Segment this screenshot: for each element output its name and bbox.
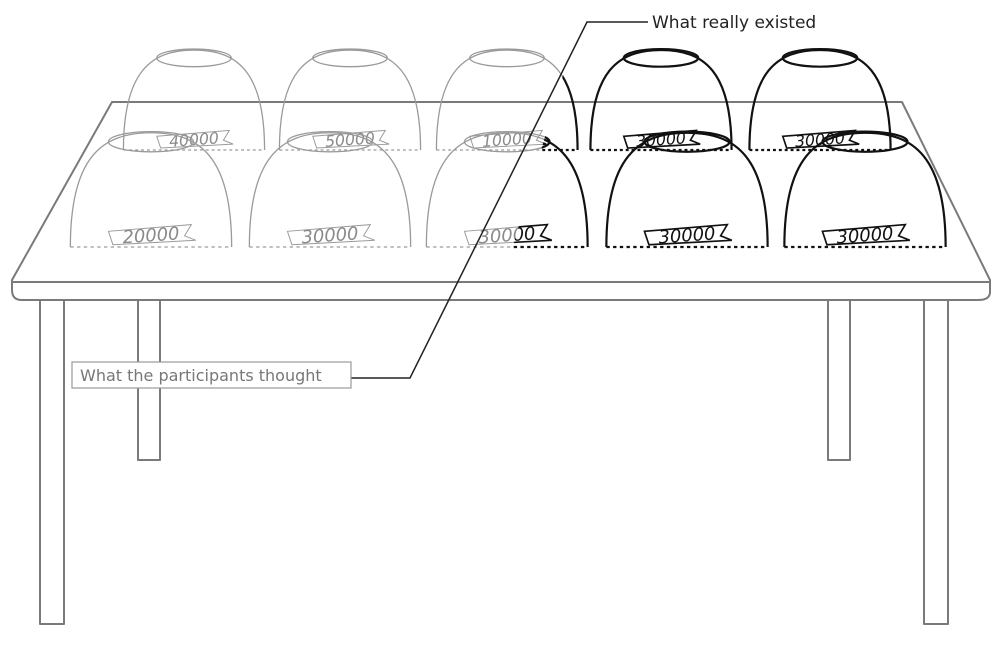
table-leg-back-right	[827, 299, 851, 461]
banknote-amount: 40000	[168, 128, 219, 150]
table-leg-front-left	[39, 299, 65, 625]
bowl-front-row-1-thought: 20000	[69, 130, 233, 248]
table-top	[11, 101, 991, 301]
banknote-icon	[312, 129, 390, 149]
table-leg-front-right	[923, 299, 949, 625]
banknote-amount: 30000	[301, 223, 359, 248]
table	[11, 101, 991, 625]
banknote-icon	[821, 223, 911, 246]
banknote-amount: 50000	[324, 128, 375, 150]
banknote-icon	[643, 223, 733, 246]
label-thought-box	[71, 361, 352, 389]
bowl-front-row-4-real: 30000	[605, 130, 769, 248]
banknote-icon	[286, 224, 375, 246]
banknote-amount: 30000	[658, 223, 716, 248]
banknote-amount: 20000	[122, 223, 180, 248]
label-what-participants-thought: What the participants thought	[80, 366, 322, 385]
banknote-amount: 30000	[836, 223, 894, 248]
bowl-back-row-2-thought: 50000	[278, 48, 422, 151]
bowl-front-row-2-thought: 30000	[248, 130, 412, 248]
label-what-really-existed: What really existed	[652, 13, 816, 33]
callout-divider-line	[350, 21, 648, 379]
banknote-amount: 30000	[794, 128, 845, 150]
banknote-icon	[156, 129, 234, 149]
banknote-icon	[107, 224, 196, 246]
bowl-front-row-5-real: 30000	[783, 130, 947, 248]
